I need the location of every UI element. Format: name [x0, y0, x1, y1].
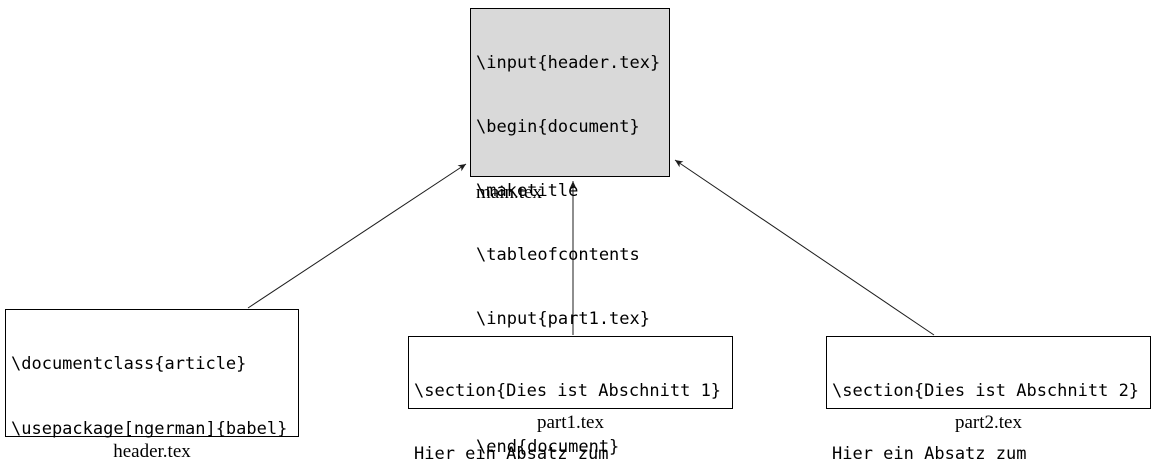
edge-header-to-main	[247, 163, 467, 309]
code-line: \input{part1.tex}	[476, 309, 650, 329]
node-header-tex: \documentclass{article} \usepackage[nger…	[5, 309, 299, 439]
code-line: \begin{document}	[476, 117, 640, 137]
code-line: \section{Dies ist Abschnitt 2}	[832, 381, 1140, 401]
code-line: \section{Dies ist Abschnitt 1}	[414, 381, 722, 401]
label-part2-tex: part2.tex	[954, 412, 1022, 433]
label-main-tex: main.tex	[476, 182, 542, 203]
node-part2-tex: \section{Dies ist Abschnitt 2} Hier ein …	[826, 336, 1151, 464]
code-line: Hier ein Absatz zum	[414, 444, 609, 464]
code-line: \input{header.tex}	[476, 53, 661, 73]
node-part1-tex: \section{Dies ist Abschnitt 1} Hier ein …	[408, 336, 733, 464]
code-line: \maketitle	[476, 181, 579, 201]
code-line: \end{document}	[476, 437, 620, 457]
code-line: \tableofcontents	[476, 245, 640, 265]
code-line: Hier ein Absatz zum	[832, 444, 1027, 464]
node-main-tex: \input{header.tex} \begin{document} \mak…	[470, 8, 670, 457]
code-line: \usepackage[ngerman]{babel}	[11, 419, 288, 439]
code-line: \documentclass{article}	[11, 354, 247, 374]
edge-part2-to-main	[674, 159, 935, 336]
label-header-tex: header.tex	[113, 441, 191, 462]
label-part1-tex: part1.tex	[536, 412, 604, 433]
